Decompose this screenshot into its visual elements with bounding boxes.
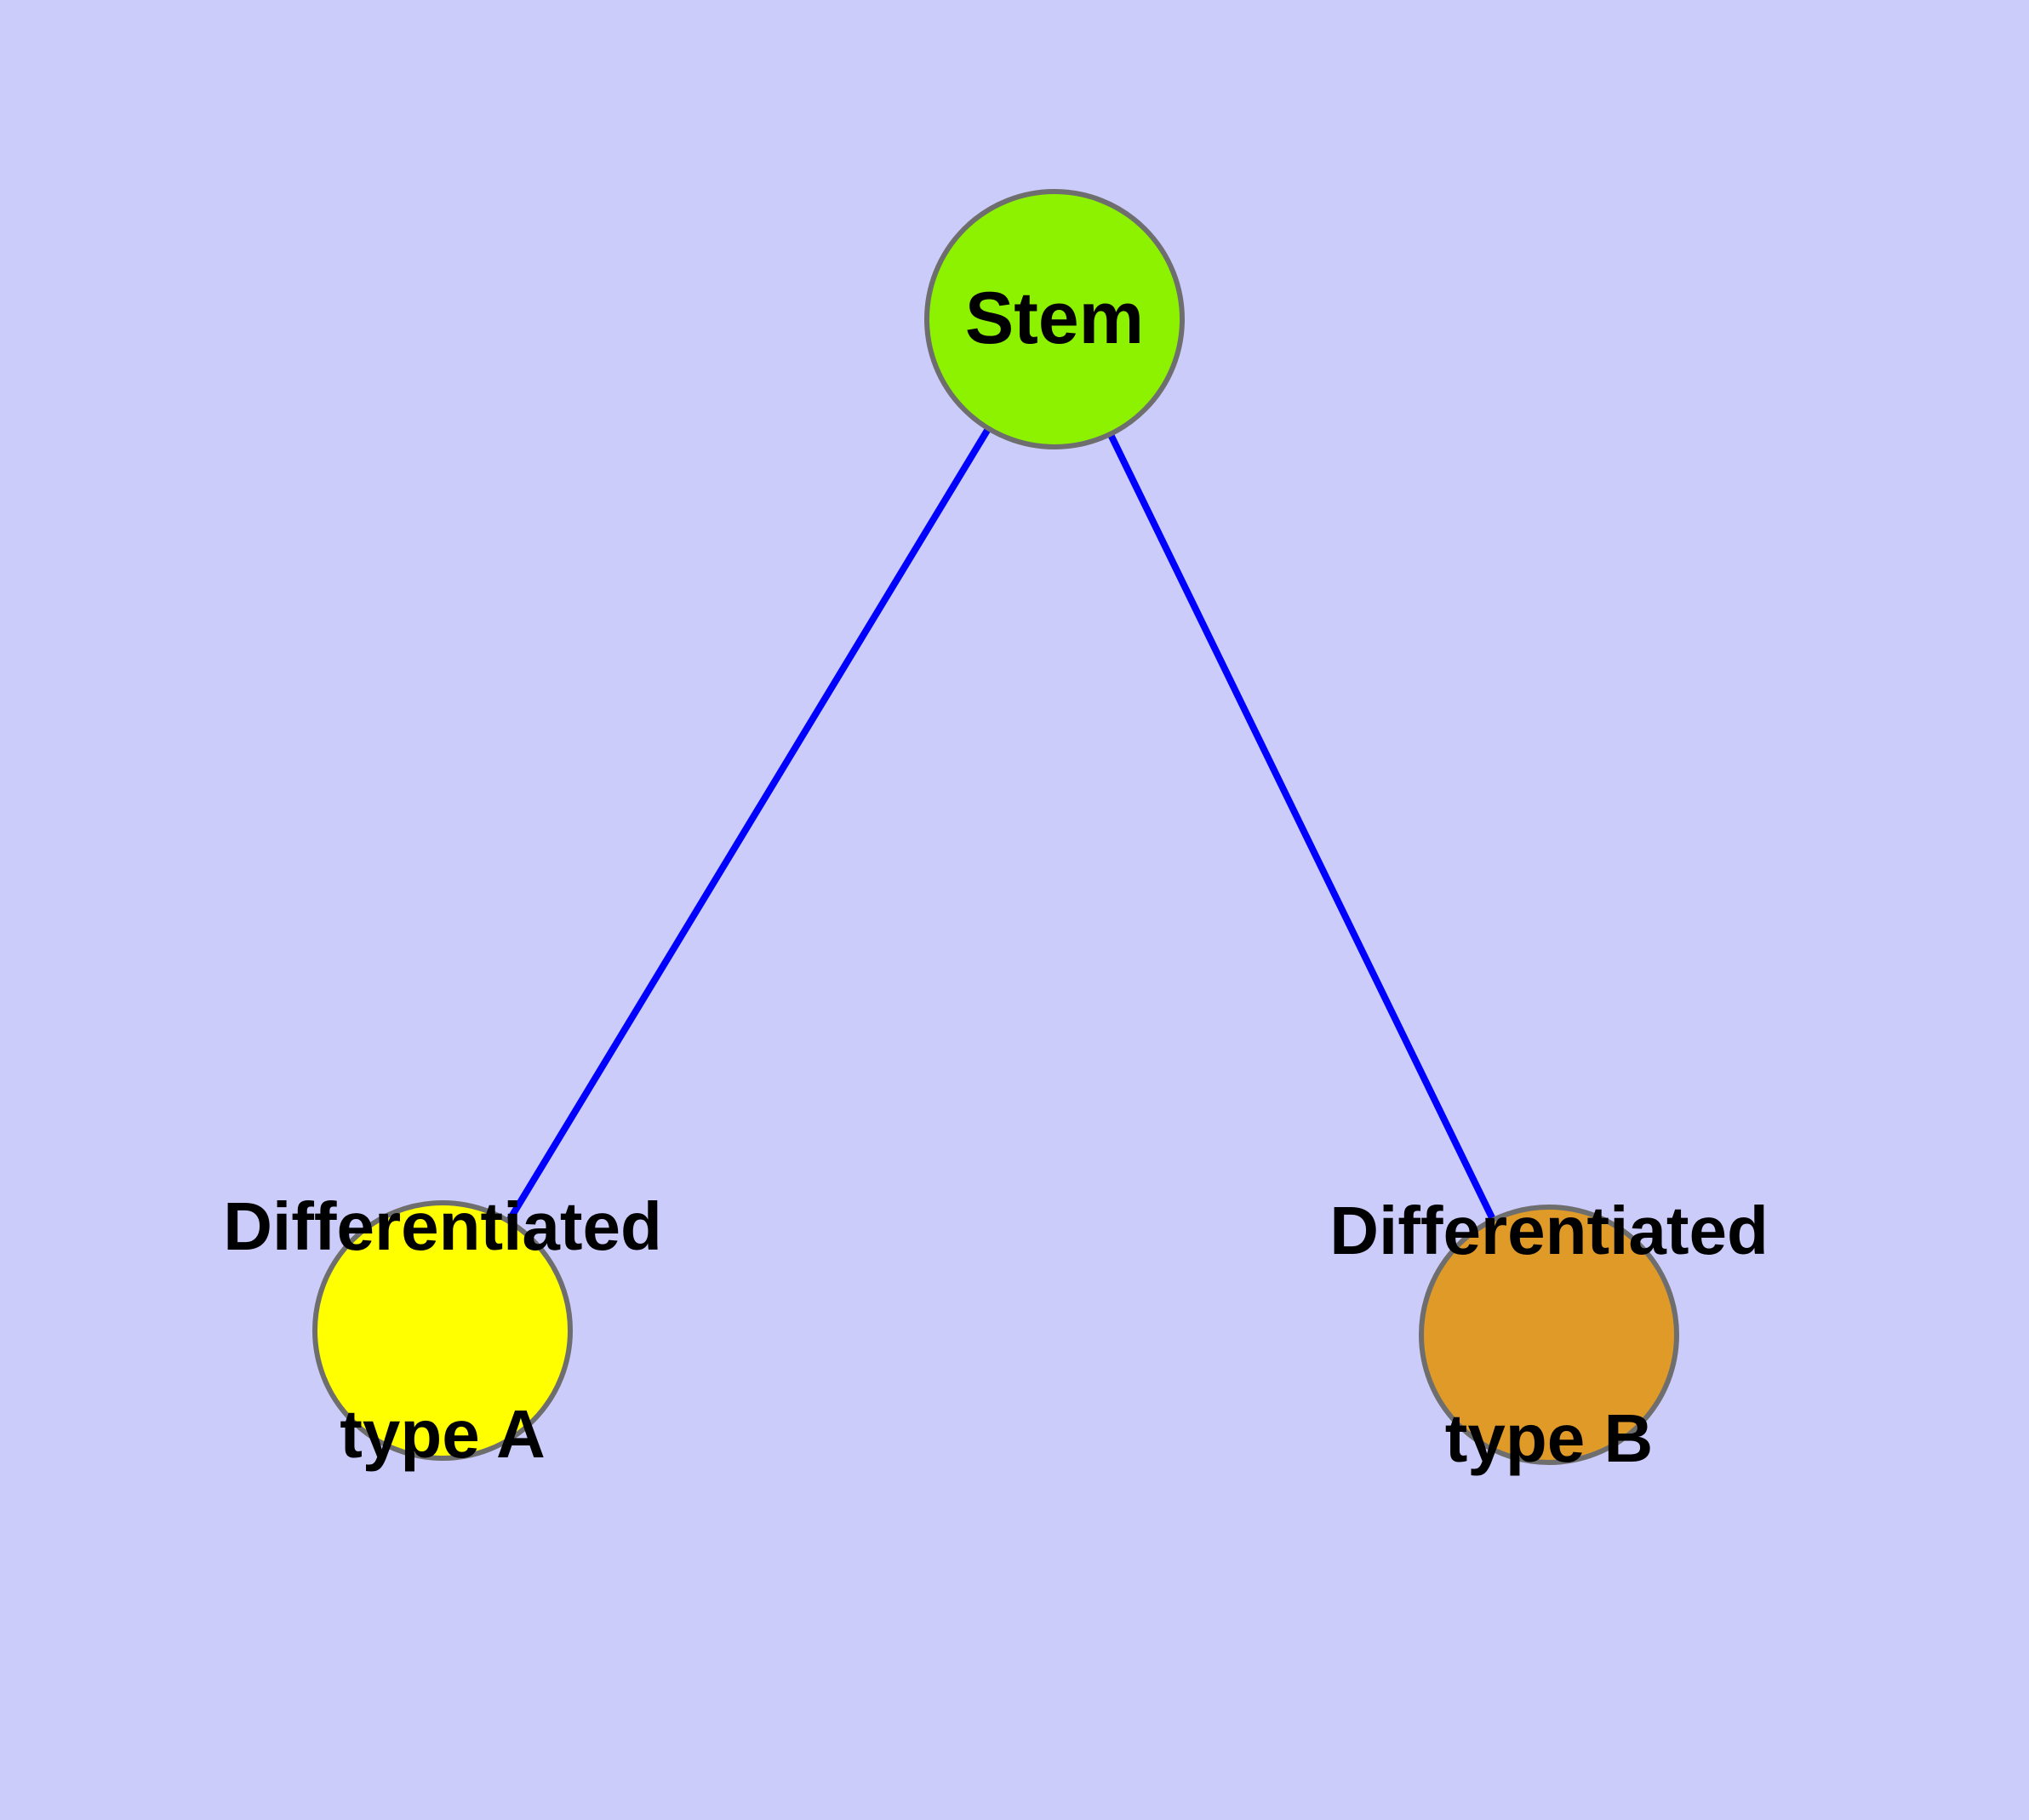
edge-stem-to-differentiated-type-a[interactable]	[439, 317, 1058, 1333]
edge-layer	[439, 317, 1552, 1336]
node-layer	[312, 189, 1679, 1465]
node-differentiated-type-a[interactable]	[312, 1200, 573, 1461]
edge-stem-to-differentiated-type-b[interactable]	[1051, 318, 1552, 1336]
node-stem[interactable]	[924, 189, 1185, 449]
node-differentiated-type-b[interactable]	[1419, 1205, 1679, 1465]
